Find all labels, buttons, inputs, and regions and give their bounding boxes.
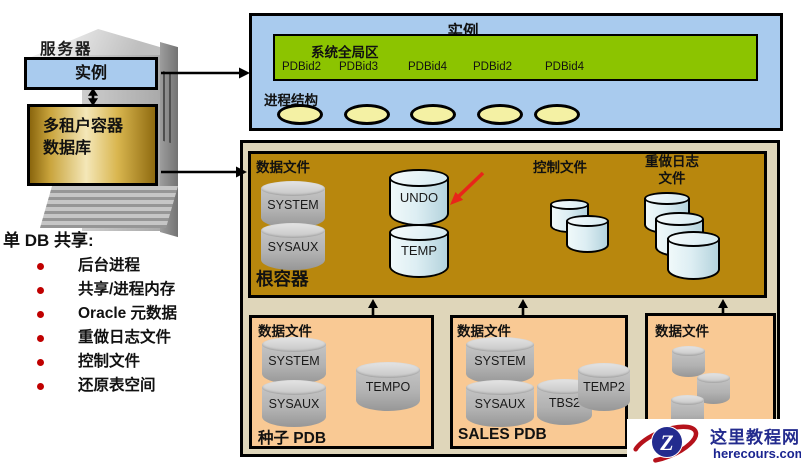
cylinder-top bbox=[389, 224, 449, 242]
list-item: 共享/进程内存 bbox=[0, 278, 240, 302]
logo-z-glyph: Z bbox=[659, 430, 673, 455]
cylinder-top bbox=[672, 346, 705, 356]
redo-log-label: 重做日志 文件 bbox=[633, 153, 711, 187]
bullet-icon bbox=[37, 383, 44, 390]
cylinder-label: TBS2 bbox=[548, 395, 581, 410]
cylinder-top bbox=[697, 373, 730, 383]
cylinder-label: TEMP bbox=[400, 243, 438, 259]
list-item-label: 重做日志文件 bbox=[78, 329, 172, 346]
redo-log-label-line1: 重做日志 bbox=[645, 154, 699, 169]
cylinder-redolog bbox=[667, 231, 720, 280]
sga-label: 系统全局区 bbox=[311, 45, 379, 60]
root-container-label: 根容器 bbox=[256, 269, 309, 289]
cylinder-top bbox=[262, 337, 326, 353]
cylinder-label: SYSTEM bbox=[268, 353, 320, 368]
cylinder-system: SYSTEM bbox=[261, 181, 325, 228]
cylinder-temp: TEMP bbox=[389, 224, 449, 278]
list-item: 还原表空间 bbox=[0, 374, 240, 398]
list-item: 控制文件 bbox=[0, 350, 240, 374]
cylinder-top bbox=[655, 212, 704, 227]
list-item-label: Oracle 元数据 bbox=[78, 305, 178, 322]
pdb-id-label: PDBid4 bbox=[408, 61, 447, 73]
list-item-label: 共享/进程内存 bbox=[78, 281, 176, 298]
cylinder-top bbox=[389, 169, 449, 188]
cylinder-temp2: TEMP2 bbox=[578, 363, 630, 411]
logo-mark-icon: Z bbox=[631, 424, 699, 464]
cylinder-label: UNDO bbox=[399, 189, 439, 205]
logo-site-name: 这里教程网 bbox=[710, 428, 800, 447]
redo-log-label-line2: 文件 bbox=[658, 171, 686, 186]
logo-site-url: herecours.com bbox=[713, 446, 801, 461]
cylinder-label: SYSAUX bbox=[267, 239, 319, 254]
list-item: 重做日志文件 bbox=[0, 326, 240, 350]
process-ellipse-icon bbox=[277, 104, 323, 125]
control-files-label: 控制文件 bbox=[533, 160, 587, 175]
cylinder-small bbox=[672, 346, 705, 377]
cdb-label-line1: 多租户容器 bbox=[43, 118, 124, 135]
cylinder-top bbox=[261, 181, 325, 197]
cylinder-system: SYSTEM bbox=[466, 337, 534, 384]
sga-box: 系统全局区 PDBid2 PDBid3 PDBid4 PDBid2 PDBid4 bbox=[273, 34, 758, 81]
list-item-label: 后台进程 bbox=[78, 257, 141, 274]
cylinder-label: SYSTEM bbox=[267, 197, 319, 212]
cylinder-sysaux: SYSAUX bbox=[466, 380, 534, 427]
share-list-title: 单 DB 共享: bbox=[3, 231, 94, 250]
root-datafiles-label: 数据文件 bbox=[256, 160, 310, 175]
seed-datafiles-label: 数据文件 bbox=[258, 324, 312, 339]
sales-pdb-label: SALES PDB bbox=[458, 426, 547, 443]
list-item-label: 还原表空间 bbox=[78, 377, 156, 394]
cylinder-label: TEMP2 bbox=[583, 380, 625, 395]
bullet-icon bbox=[37, 287, 44, 294]
bullet-icon bbox=[37, 335, 44, 342]
cylinder-top bbox=[644, 192, 690, 206]
cylinder-sysaux: SYSAUX bbox=[261, 223, 325, 270]
pdb-id-label: PDBid3 bbox=[339, 61, 378, 73]
sales-datafiles-label: 数据文件 bbox=[457, 324, 511, 339]
process-ellipse-icon bbox=[344, 104, 390, 125]
bullet-icon bbox=[37, 359, 44, 366]
pdb-id-label: PDBid2 bbox=[282, 61, 321, 73]
cylinder-top bbox=[550, 199, 589, 210]
cylinder-top bbox=[262, 380, 326, 396]
cylinder-system: SYSTEM bbox=[262, 337, 326, 384]
cylinder-label: SYSTEM bbox=[474, 353, 526, 368]
list-item-label: 控制文件 bbox=[78, 353, 141, 370]
cylinder-top bbox=[667, 231, 720, 247]
third-datafiles-label: 数据文件 bbox=[655, 324, 709, 339]
cylinder-top bbox=[356, 362, 420, 378]
share-list: 单 DB 共享: 后台进程 共享/进程内存 Oracle 元数据 重做日志文件 … bbox=[0, 226, 240, 398]
cylinder-controlfile bbox=[566, 215, 609, 253]
server-vent-icon bbox=[163, 70, 175, 145]
pdb-id-label: PDBid4 bbox=[545, 61, 584, 73]
cylinder-label: SYSAUX bbox=[268, 396, 320, 411]
cylinder-top bbox=[578, 363, 630, 379]
list-item: Oracle 元数据 bbox=[0, 302, 240, 326]
bullet-icon bbox=[37, 311, 44, 318]
pdb-id-label: PDBid2 bbox=[473, 61, 512, 73]
cdb-box: 多租户容器 数据库 bbox=[27, 104, 158, 186]
process-ellipse-icon bbox=[410, 104, 456, 125]
process-ellipse-icon bbox=[477, 104, 523, 125]
cylinder-top bbox=[671, 395, 704, 405]
process-ellipse-icon bbox=[534, 104, 580, 125]
cylinder-top bbox=[466, 380, 534, 396]
local-instance-box: 实例 bbox=[24, 57, 158, 90]
watermark-logo: Z 这里教程网 herecours.com bbox=[627, 419, 801, 468]
server-tower-vents bbox=[39, 186, 179, 228]
cylinder-top bbox=[261, 223, 325, 239]
bullet-icon bbox=[37, 263, 44, 270]
cylinder-label: SYSAUX bbox=[474, 396, 526, 411]
cylinder-label: TEMPO bbox=[365, 379, 411, 394]
cylinder-sysaux: SYSAUX bbox=[262, 380, 326, 427]
cdb-label-line2: 数据库 bbox=[43, 140, 92, 157]
instance-panel: 实例 系统全局区 PDBid2 PDBid3 PDBid4 PDBid2 PDB… bbox=[249, 13, 783, 131]
cylinder-top bbox=[466, 337, 534, 353]
cylinder-body bbox=[389, 232, 449, 278]
cylinder-tempo: TEMPO bbox=[356, 362, 420, 411]
cylinder-top bbox=[566, 215, 609, 228]
cylinder-undo: UNDO bbox=[389, 169, 449, 226]
server-label: 服务器 bbox=[40, 41, 93, 58]
list-item: 后台进程 bbox=[0, 254, 240, 278]
seed-pdb-label: 种子 PDB bbox=[258, 430, 327, 447]
